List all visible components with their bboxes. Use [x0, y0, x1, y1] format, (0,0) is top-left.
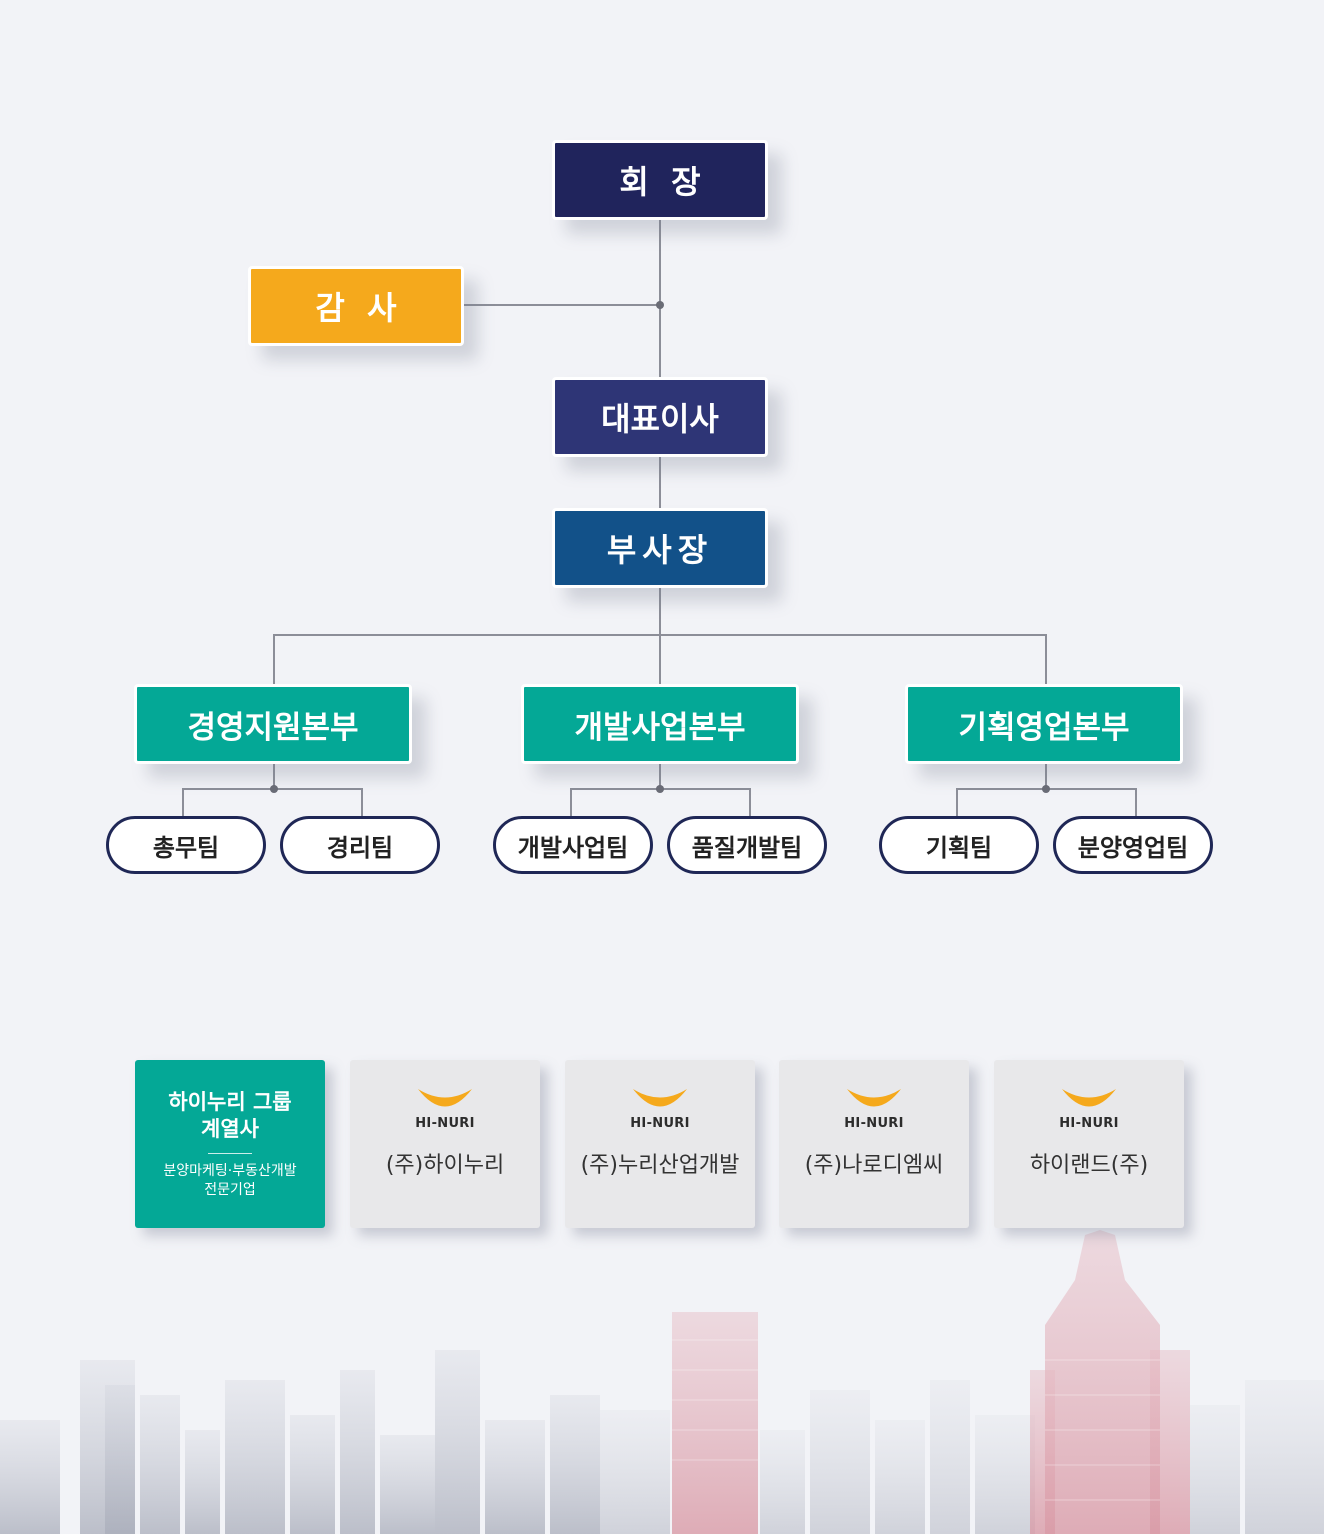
company-name: (주)누리산업개발: [580, 1153, 740, 1178]
division-label: 기획영업본부: [958, 709, 1130, 746]
vp-label: 부사장: [606, 531, 714, 569]
org-connector-lines: [182, 220, 1137, 818]
division-management-support: 경영지원본부: [134, 684, 412, 764]
division-label: 개발사업본부: [574, 709, 746, 746]
affiliate-card-hiland[interactable]: HI-NURI 하이랜드(주): [994, 1060, 1184, 1228]
group-divider: [208, 1152, 252, 1154]
company-name: 하이랜드(주): [1029, 1153, 1149, 1178]
auditor-label: 감 사: [315, 289, 397, 327]
affiliate-card-hinuri[interactable]: HI-NURI (주)하이누리: [350, 1060, 540, 1228]
division-development-business: 개발사업본부: [521, 684, 799, 764]
team-development-business: 개발사업팀: [493, 816, 653, 874]
hinuri-logo-text: HI-NURI: [630, 1116, 690, 1131]
company-name: (주)하이누리: [385, 1153, 505, 1178]
team-label: 기획팀: [925, 833, 993, 862]
affiliate-card-narodmc[interactable]: HI-NURI (주)나로디엠씨: [779, 1060, 969, 1228]
hinuri-smile-logo-icon: [1062, 1089, 1116, 1107]
team-planning: 기획팀: [879, 816, 1039, 874]
hinuri-logo-text: HI-NURI: [1059, 1116, 1119, 1131]
hinuri-smile-logo-icon: [847, 1089, 901, 1107]
group-title-line1: 하이누리 그룹: [168, 1089, 292, 1114]
group-title-line2: 계열사: [201, 1116, 259, 1141]
team-label: 개발사업팀: [517, 833, 629, 862]
team-accounting: 경리팀: [280, 816, 440, 874]
team-label: 분양영업팀: [1077, 833, 1189, 862]
hinuri-smile-logo-icon: [633, 1089, 687, 1107]
ceo-label: 대표이사: [601, 400, 719, 438]
group-desc-line1: 분양마케팅·부동산개발: [163, 1162, 297, 1179]
group-title: 하이누리 그룹 계열사: [168, 1089, 291, 1143]
group-desc-line2: 전문기업: [204, 1181, 256, 1198]
division-planning-sales: 기획영업본부: [905, 684, 1183, 764]
group-affiliates-card: 하이누리 그룹 계열사 분양마케팅·부동산개발 전문기업: [135, 1060, 325, 1228]
chairman-box: 회 장: [552, 140, 768, 220]
vp-box: 부사장: [552, 508, 768, 588]
team-general-affairs: 총무팀: [106, 816, 266, 874]
hinuri-smile-logo-icon: [418, 1089, 472, 1107]
team-label: 품질개발팀: [691, 833, 803, 862]
affiliate-card-nuri-industrial[interactable]: HI-NURI (주)누리산업개발: [565, 1060, 755, 1228]
team-sales: 분양영업팀: [1053, 816, 1213, 874]
group-description: 분양마케팅·부동산개발 전문기업: [163, 1162, 296, 1200]
division-label: 경영지원본부: [187, 709, 359, 746]
hinuri-logo-text: HI-NURI: [415, 1116, 475, 1131]
hinuri-logo-text: HI-NURI: [844, 1116, 904, 1131]
team-quality-development: 품질개발팀: [667, 816, 827, 874]
ceo-box: 대표이사: [552, 377, 768, 457]
chairman-label: 회 장: [619, 163, 701, 201]
team-label: 경리팀: [326, 833, 394, 862]
company-name: (주)나로디엠씨: [804, 1153, 944, 1178]
auditor-box: 감 사: [248, 266, 464, 346]
team-label: 총무팀: [152, 833, 220, 862]
city-skyline-illustration: [0, 1230, 1324, 1534]
